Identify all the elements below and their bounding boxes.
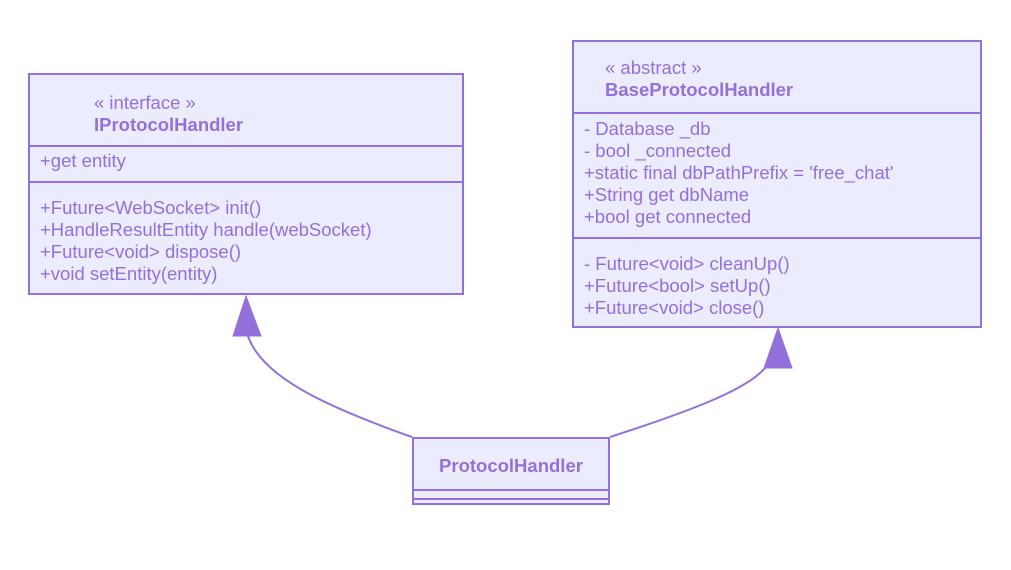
inheritance-arrowhead-baseprotocolhandler	[763, 326, 793, 369]
class-attributes: - Database _db - bool _connected +static…	[574, 112, 980, 237]
class-name: ProtocolHandler	[439, 455, 583, 476]
inheritance-arrowhead-iprotocolhandler	[232, 294, 262, 337]
class-name: IProtocolHandler	[94, 114, 244, 135]
attribute-item: - bool _connected	[584, 140, 732, 161]
class-stereotype: « abstract »	[605, 57, 702, 78]
method-item: - Future<void> cleanUp()	[584, 253, 790, 274]
class-box-iprotocolhandler[interactable]: « interface » IProtocolHandler +get enti…	[28, 73, 464, 295]
attribute-item: +String get dbName	[584, 184, 750, 205]
method-item: +Future<void> close()	[584, 297, 765, 318]
attribute-item: +static final dbPathPrefix = 'free_chat'	[584, 162, 894, 183]
class-methods: - Future<void> cleanUp() +Future<bool> s…	[574, 237, 980, 319]
class-stereotype: « interface »	[94, 92, 196, 113]
class-methods	[414, 498, 608, 505]
method-item: +Future<WebSocket> init()	[40, 197, 262, 218]
class-box-protocolhandler[interactable]: ProtocolHandler	[412, 437, 610, 505]
method-item: +Future<bool> setUp()	[584, 275, 771, 296]
attribute-item: +get entity	[40, 150, 126, 171]
class-attributes: +get entity	[30, 145, 462, 181]
class-header: ProtocolHandler	[414, 439, 608, 489]
method-item: +HandleResultEntity handle(webSocket)	[40, 219, 372, 240]
class-methods: +Future<WebSocket> init() +HandleResultE…	[30, 181, 462, 285]
class-header: « abstract » BaseProtocolHandler	[574, 42, 980, 112]
class-name: BaseProtocolHandler	[605, 79, 794, 100]
method-item: +Future<void> dispose()	[40, 241, 242, 262]
edge-protocolhandler-to-iprotocolhandler	[247, 335, 413, 438]
attribute-item: - Database _db	[584, 118, 711, 139]
edge-protocolhandler-to-baseprotocolhandler	[609, 367, 766, 438]
class-header: « interface » IProtocolHandler	[30, 75, 462, 145]
class-attributes	[414, 489, 608, 498]
class-box-baseprotocolhandler[interactable]: « abstract » BaseProtocolHandler - Datab…	[572, 40, 982, 328]
method-item: +void setEntity(entity)	[40, 263, 218, 284]
attribute-item: +bool get connected	[584, 206, 752, 227]
